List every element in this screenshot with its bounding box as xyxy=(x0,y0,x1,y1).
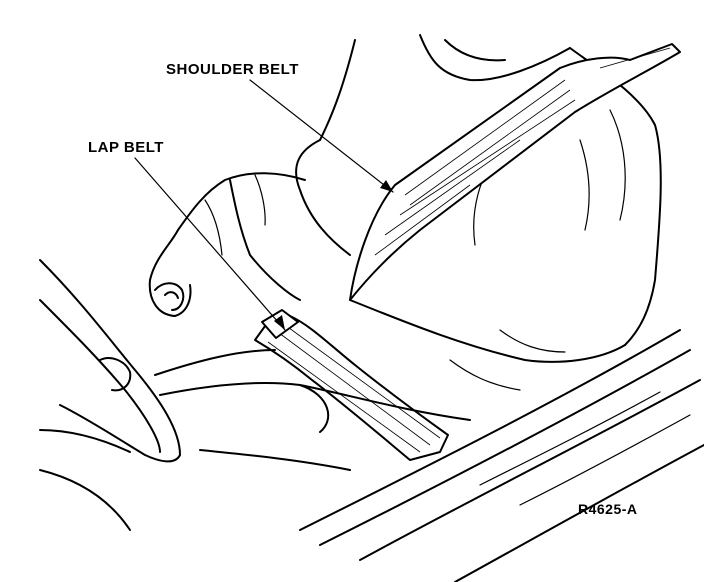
hand-outline xyxy=(154,282,185,311)
figure-reference: R4625-A xyxy=(578,501,638,517)
arm-outline xyxy=(148,172,306,317)
lap-belt xyxy=(254,315,449,461)
lap-arrowhead xyxy=(274,315,285,330)
lower-body xyxy=(39,449,351,531)
sleeve-fold xyxy=(204,174,266,256)
leg-outline xyxy=(154,299,626,433)
shoulder-belt xyxy=(349,43,681,301)
lap-leader-line xyxy=(134,157,286,331)
pants-fold xyxy=(449,329,566,391)
lap-belt-texture xyxy=(267,324,441,453)
door-texture xyxy=(479,391,691,506)
door-panel xyxy=(299,329,704,582)
head-outline xyxy=(319,34,571,141)
shoulder-belt-texture xyxy=(374,47,671,256)
shoulder-belt-label: SHOULDER BELT xyxy=(166,61,299,78)
shoulder-arrowhead xyxy=(380,180,393,192)
steering-wheel xyxy=(39,259,181,463)
lap-belt-label: LAP BELT xyxy=(88,139,164,156)
shoulder-leader-line xyxy=(249,79,394,193)
